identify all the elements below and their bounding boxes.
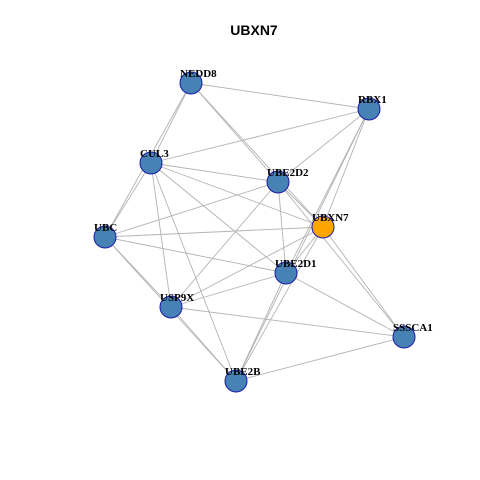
node-ube2d2: UBE2D2 <box>266 167 309 194</box>
node-label-ube2d1: UBE2D1 <box>275 258 317 270</box>
edge-ube2d1-sssca1 <box>285 272 405 338</box>
node-sssca1: SSSCA1 <box>392 322 433 349</box>
node-label-rbx1: RBX1 <box>358 94 387 106</box>
edge-nedd8-ubxn7 <box>190 82 324 228</box>
edge-usp9x-ube2b <box>170 306 237 382</box>
edge-ube2d2-ubc <box>104 181 279 238</box>
node-circle-cul3 <box>139 151 163 175</box>
edge-cul3-ube2d1 <box>150 162 287 274</box>
node-label-ubxn7: UBXN7 <box>312 212 349 224</box>
edge-cul3-ubc <box>104 162 152 238</box>
edge-ubxn7-ube2b <box>235 226 324 382</box>
edge-ube2d1-usp9x <box>170 272 287 308</box>
node-ube2b: UBE2B <box>224 366 261 393</box>
edges-layer <box>104 82 405 382</box>
edge-nedd8-rbx1 <box>190 82 370 110</box>
edge-cul3-ube2b <box>150 162 237 382</box>
edge-ube2d2-sssca1 <box>277 181 405 338</box>
node-circle-sssca1 <box>392 325 416 349</box>
node-ubc: UBC <box>93 222 117 249</box>
node-usp9x: USP9X <box>159 292 194 319</box>
node-label-cul3: CUL3 <box>140 148 169 160</box>
node-circle-ube2d2 <box>266 170 290 194</box>
node-ube2d1: UBE2D1 <box>274 258 317 285</box>
node-cul3: CUL3 <box>139 148 169 175</box>
edge-ubxn7-usp9x <box>170 226 324 308</box>
node-circle-ubxn7 <box>311 215 335 239</box>
edge-ube2d1-ube2b <box>235 272 287 382</box>
node-ubxn7: UBXN7 <box>311 212 349 239</box>
node-label-nedd8: NEDD8 <box>180 68 217 80</box>
edge-ubxn7-sssca1 <box>322 226 405 338</box>
node-circle-ube2d1 <box>274 261 298 285</box>
edge-usp9x-sssca1 <box>170 306 405 338</box>
node-circle-nedd8 <box>179 71 203 95</box>
diagram-title: UBXN7 <box>230 22 278 38</box>
node-label-sssca1: SSSCA1 <box>393 322 433 334</box>
edge-ube2d2-ube2d1 <box>277 181 287 274</box>
node-nedd8: NEDD8 <box>179 68 217 95</box>
node-circle-ube2b <box>224 369 248 393</box>
node-label-ubc: UBC <box>94 222 117 234</box>
node-label-ube2b: UBE2B <box>225 366 261 378</box>
node-label-ube2d2: UBE2D2 <box>267 167 309 179</box>
edge-rbx1-ubxn7 <box>322 108 370 228</box>
edge-ubc-ube2d1 <box>104 236 287 274</box>
edge-cul3-usp9x <box>150 162 172 308</box>
edge-nedd8-cul3 <box>150 82 192 164</box>
edge-ube2d2-usp9x <box>170 181 279 308</box>
node-circle-ubc <box>93 225 117 249</box>
node-circle-rbx1 <box>357 97 381 121</box>
edge-cul3-ube2d2 <box>150 162 279 183</box>
node-rbx1: RBX1 <box>357 94 387 121</box>
node-circle-usp9x <box>159 295 183 319</box>
node-label-usp9x: USP9X <box>160 292 194 304</box>
edge-rbx1-ube2d2 <box>277 108 370 183</box>
edge-ubxn7-ubc <box>104 226 324 238</box>
edge-rbx1-ube2b <box>235 108 370 382</box>
edge-rbx1-cul3 <box>150 108 370 164</box>
edge-nedd8-ube2d2 <box>190 82 279 183</box>
edge-sssca1-ube2b <box>235 336 405 382</box>
